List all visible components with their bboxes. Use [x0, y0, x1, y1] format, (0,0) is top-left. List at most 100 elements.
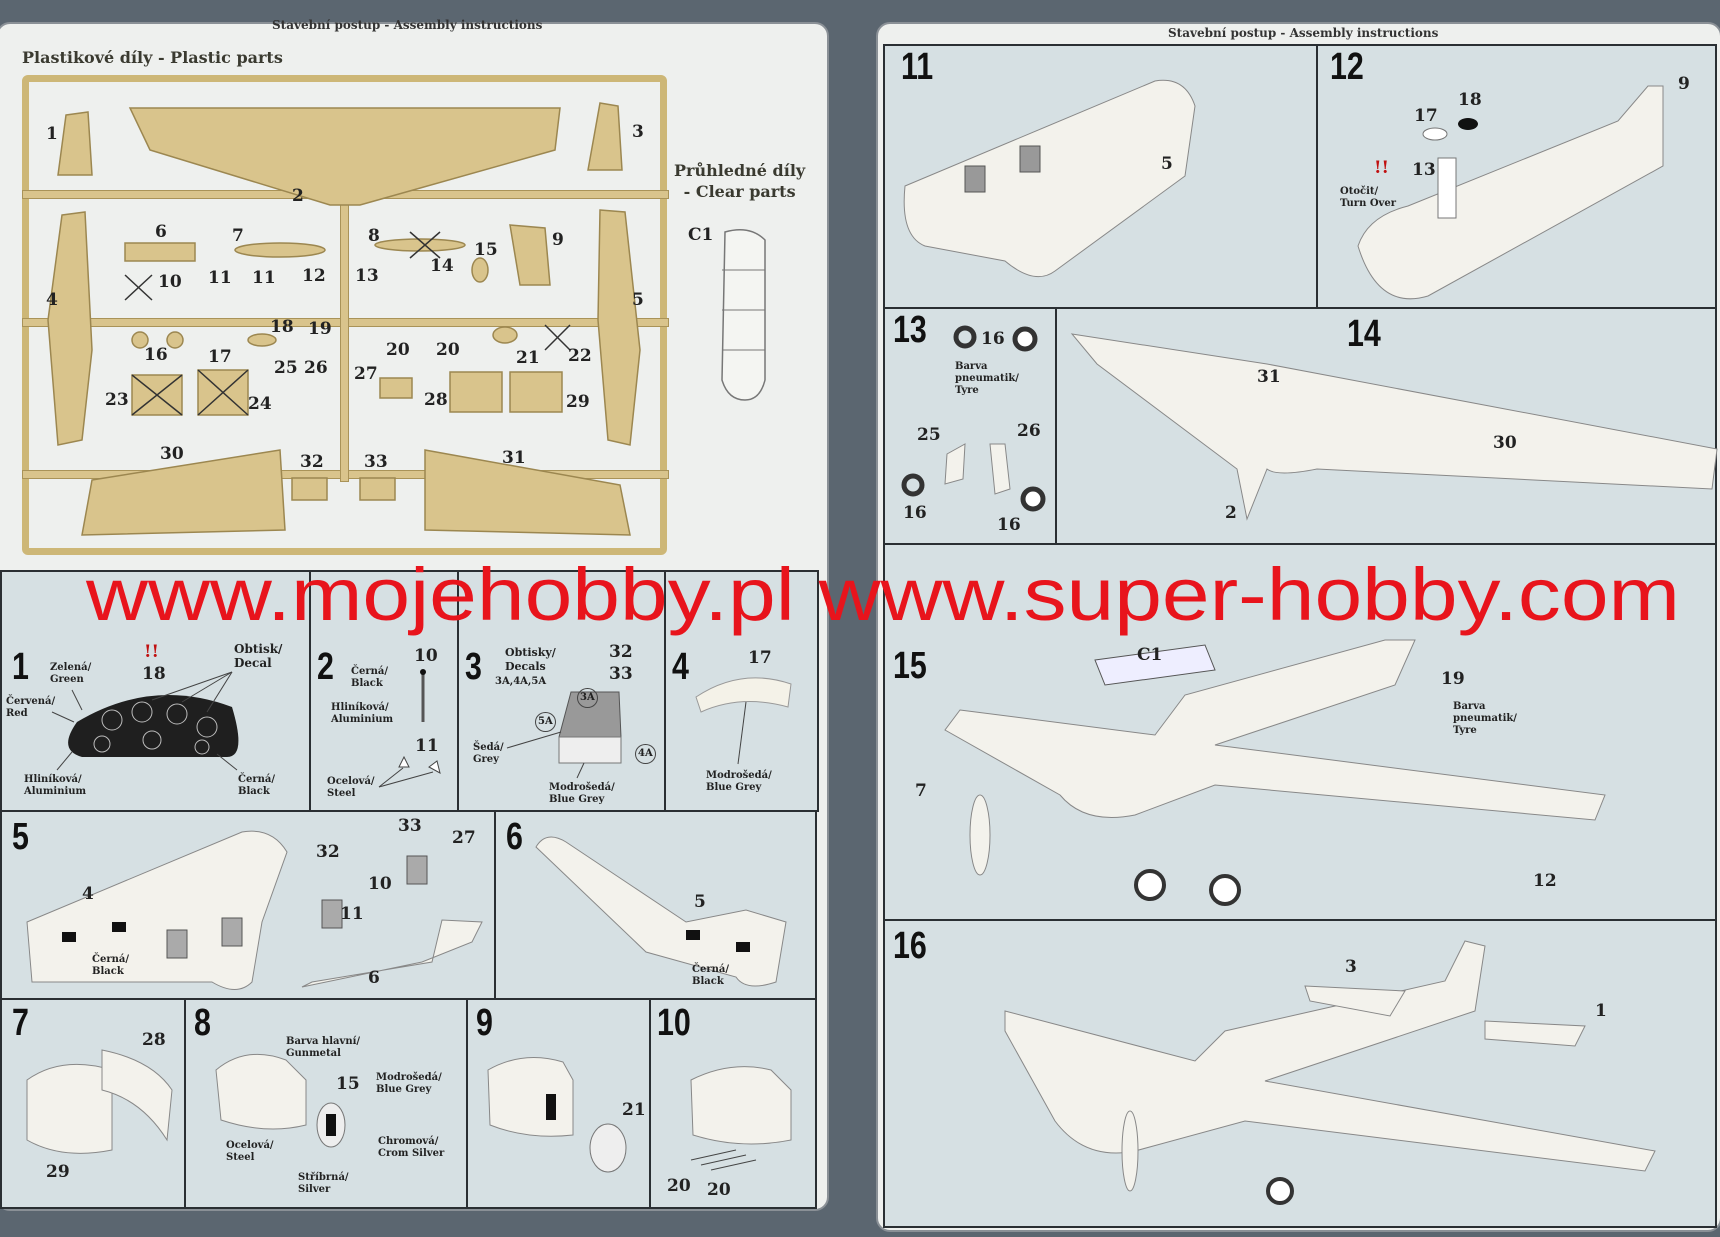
- step-16-panel: 16 3 1: [883, 919, 1717, 1228]
- sprue-number: 31: [502, 448, 526, 468]
- part-number: 20: [707, 1180, 731, 1200]
- step-number: 10: [657, 1002, 691, 1044]
- part-number: 32: [316, 842, 340, 862]
- part-number: 7: [915, 781, 927, 801]
- part-number: 31: [1257, 367, 1281, 387]
- step-number: 12: [1330, 46, 1364, 88]
- wing-assembly-drawing: [1070, 333, 1718, 521]
- decal-4a: 4A: [635, 744, 656, 764]
- part-number: 3: [1345, 957, 1357, 977]
- part-7: [234, 242, 326, 258]
- fuselage-half-drawing: [26, 830, 288, 990]
- sprue-number: 2: [292, 186, 304, 206]
- sprue-number: 19: [308, 319, 332, 339]
- left-page-header: Stavební postup - Assembly instructions: [272, 18, 543, 32]
- label-decal: Obtisk/ Decal: [234, 642, 283, 670]
- sprue-number: 25: [274, 358, 298, 378]
- canopy-part-drawing: [695, 677, 792, 713]
- part-number: 15: [336, 1074, 360, 1094]
- step-number: 16: [893, 925, 927, 967]
- step-number: 9: [476, 1002, 493, 1044]
- wheel-drawing: [953, 325, 977, 349]
- part-number: 16: [997, 515, 1021, 535]
- part-27: [379, 377, 413, 399]
- step-5-panel: 5 4 Černá/ Black 32 33 10 11 27 6: [0, 810, 496, 1000]
- sprue-number: 18: [270, 317, 294, 337]
- sprue-number: 23: [105, 390, 129, 410]
- part-number: 26: [1017, 421, 1041, 441]
- label-tyre: Barva pneumatik/ Tyre: [955, 361, 1019, 396]
- step-1-panel: 1 Zelená/ Green Červená/ Red Hliníková/ …: [0, 570, 311, 812]
- part-number: 30: [1493, 433, 1517, 453]
- sprue-number: 5: [632, 290, 644, 310]
- step-2-panel: 2 Černá/ Black 10 Hliníková/ Aluminium 1…: [309, 570, 459, 812]
- step-3-panel: 3 Obtisky/ Decals 3A,4A,5A 32 33 3A 5A 4…: [457, 570, 666, 812]
- step-9-panel: 9 21: [466, 998, 651, 1209]
- sprue-number: 21: [516, 348, 540, 368]
- part-number: 18: [142, 664, 166, 684]
- sprue-number: 16: [144, 345, 168, 365]
- part-number: 6: [368, 968, 380, 988]
- sprue-number: 20: [436, 340, 460, 360]
- sprue-number: 24: [248, 394, 272, 414]
- label-blue-grey: Modrošedá/ Blue Grey: [376, 1072, 442, 1095]
- part-number: 25: [917, 425, 941, 445]
- label-black: Černá/ Black: [692, 964, 729, 987]
- label-turn-over: Otočit/ Turn Over: [1340, 186, 1396, 209]
- sprue-number: 7: [232, 226, 244, 246]
- sprue-number: 14: [430, 256, 454, 276]
- step-number: 1: [12, 646, 29, 688]
- sprue-number: 20: [386, 340, 410, 360]
- label-black: Černá/ Black: [351, 666, 388, 689]
- clear-parts-title: Průhledné díly - Clear parts: [674, 160, 805, 202]
- part-number: 10: [414, 646, 438, 666]
- sprue-number: 9: [552, 230, 564, 250]
- step-number: 15: [893, 645, 927, 687]
- clear-parts-title-cz: Průhledné díly: [674, 161, 806, 180]
- step-8-panel: 8 Barva hlavní/ Gunmetal 15 Modrošedá/ B…: [184, 998, 468, 1209]
- decal-5a: 5A: [535, 712, 556, 732]
- part-number: 29: [46, 1162, 70, 1182]
- engine-cowling-drawing: [26, 1063, 113, 1154]
- step-number: 4: [672, 646, 689, 688]
- label-aluminium: Hliníková/ Aluminium: [24, 774, 87, 797]
- sprue-number: 3: [632, 122, 644, 142]
- sprue-number: 27: [354, 364, 378, 384]
- sprue-number: 17: [208, 347, 232, 367]
- part-number: 11: [415, 736, 439, 756]
- step-7-panel: 7 28 29: [0, 998, 186, 1209]
- clear-canopy-c1: [721, 229, 766, 401]
- sprue-number: 12: [302, 266, 326, 286]
- label-tyre: Barva pneumatik/ Tyre: [1453, 701, 1517, 736]
- part-6: [124, 242, 196, 262]
- sprue-number: 1: [46, 124, 58, 144]
- part-31-wing: [424, 449, 631, 536]
- sprue-number: 4: [46, 290, 58, 310]
- part-28: [449, 371, 503, 413]
- instrument-panel-drawing: [68, 695, 239, 757]
- fuselage-assembly-drawing: [903, 79, 1196, 278]
- sprue-title: Plastikové díly - Plastic parts: [22, 48, 283, 67]
- sprue-number: 30: [160, 444, 184, 464]
- step-number: 2: [317, 646, 334, 688]
- part-number: 5: [1161, 154, 1173, 174]
- decal-codes: 3A,4A,5A: [495, 676, 547, 687]
- sprue-number: 33: [364, 452, 388, 472]
- label-blue-grey: Modrošedá/ Blue Grey: [549, 782, 615, 805]
- part-number: 21: [622, 1100, 646, 1120]
- part-number: 13: [1412, 160, 1436, 180]
- part-number: 1: [1595, 1001, 1607, 1021]
- part-number: 18: [1458, 90, 1482, 110]
- warning-mark: !!: [1374, 158, 1389, 178]
- label-aluminium: Hliníková/ Aluminium: [331, 702, 394, 725]
- step-number: 3: [465, 646, 482, 688]
- engine-cowling-drawing: [215, 1053, 307, 1130]
- step-number: 14: [1347, 313, 1381, 355]
- sprue-frame: [22, 75, 667, 555]
- fuselage-half-drawing: [535, 836, 787, 987]
- step-number: 13: [893, 309, 927, 351]
- label-silver: Stříbrná/ Silver: [298, 1172, 349, 1195]
- step-6-panel: 6 5 Černá/ Black: [494, 810, 817, 1000]
- label-decals: Obtisky/ Decals: [505, 646, 556, 673]
